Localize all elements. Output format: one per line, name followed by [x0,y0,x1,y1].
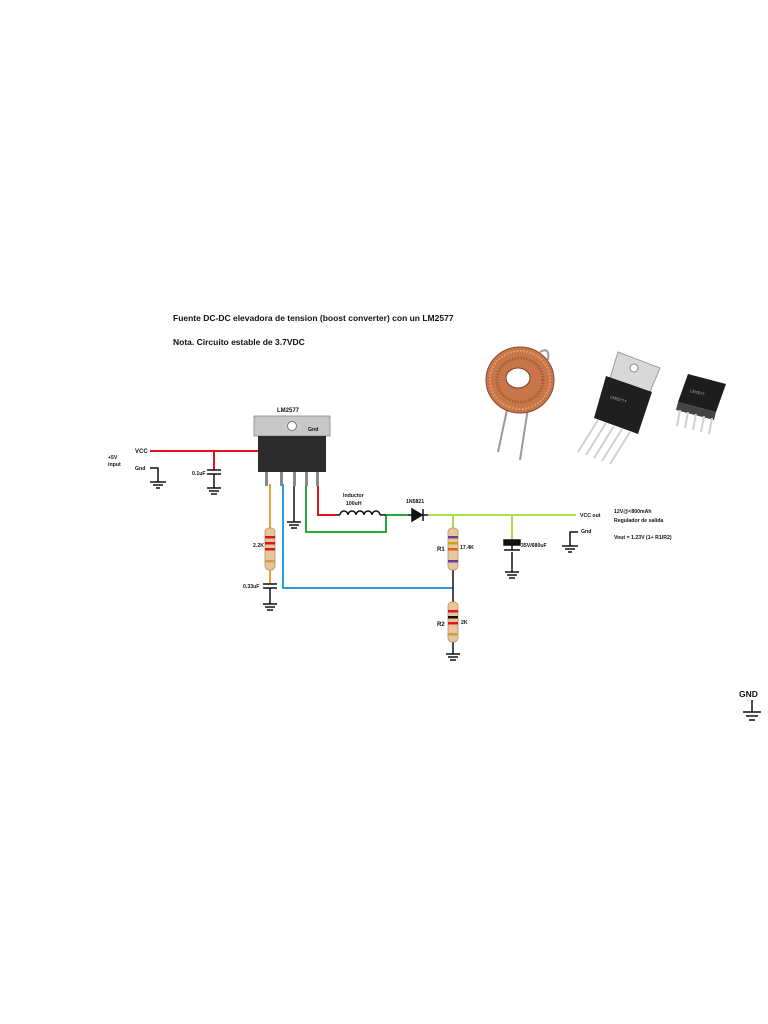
lm2577-smd-photo: LM2577 [676,374,726,435]
divider-wire [269,484,513,654]
svg-text:LM2577: LM2577 [690,388,706,397]
comp-resistor-label: 2.2K [253,543,264,549]
feedback-wire [282,484,453,589]
input-capacitor-label: 0.1uF [192,471,206,477]
pin-label-gnd: Gnd [297,481,302,490]
comp-resistor [264,527,276,571]
r1-value-label: 17.4K [460,545,474,551]
input-voltage-label: +5V [108,455,118,461]
output-ground-symbol [562,531,578,553]
r2-name-label: R2 [437,622,445,628]
diagram-note: Nota. Circuito estable de 3.7VDC [173,337,305,347]
gnd-symbol-label: GND [739,689,758,699]
gnd-symbol-icon [743,700,761,721]
diode-symbol [408,507,428,523]
pin-label-vin: Vin [320,481,325,488]
r2-value-label: 2K [461,620,468,626]
lm2577-ic [253,415,331,486]
r2-resistor [447,601,459,643]
input-ground-symbol [150,467,166,489]
diode-label: 1N5821 [406,499,424,505]
ic-gnd-tab-label: Gnd [308,427,318,433]
comp-capacitor-label: 0.33uF [243,584,259,590]
inductor-value-label: 100uH [346,501,362,507]
r1-name-label: R1 [437,547,445,553]
vcc-out-label: VCC out [580,513,601,519]
diagram-title: Fuente DC-DC elevadora de tension (boost… [173,313,454,323]
vcc-input-label: VCC [135,449,148,455]
output-gnd-label: Gnd [581,529,591,535]
output-spec-line2: Regulador de salida [614,518,663,524]
pin-label-feedback: Feedback [285,481,290,503]
output-wire [428,514,576,540]
input-word-label: input [108,462,121,468]
input-capacitor [207,469,221,495]
ic-label: LM2577 [277,408,300,414]
input-gnd-label: Gnd [135,466,145,472]
output-spec-line1: 12V@<800mAh [614,509,652,515]
inductor-name-label: Inductor [343,493,364,499]
comp-capacitor [263,583,277,611]
pin-label-comp: Comp [272,481,277,494]
output-capacitor [503,539,521,579]
r1-resistor [447,527,459,571]
vout-formula: Vout = 1.23V (1+ R1/R2) [614,535,672,541]
r2-ground-symbol [446,653,460,661]
ic-gnd-pin-ground [287,521,301,529]
toroid-inductor-photo [485,346,555,461]
svg-text:LM2577T: LM2577T [610,394,628,404]
switch-node-wire [305,484,408,533]
inductor-symbol [336,510,386,516]
pin-label-switch: Switch [309,481,314,496]
output-capacitor-label: 35V/680uF [521,543,547,549]
lm2577-to220-photo: LM2577T [577,351,661,465]
